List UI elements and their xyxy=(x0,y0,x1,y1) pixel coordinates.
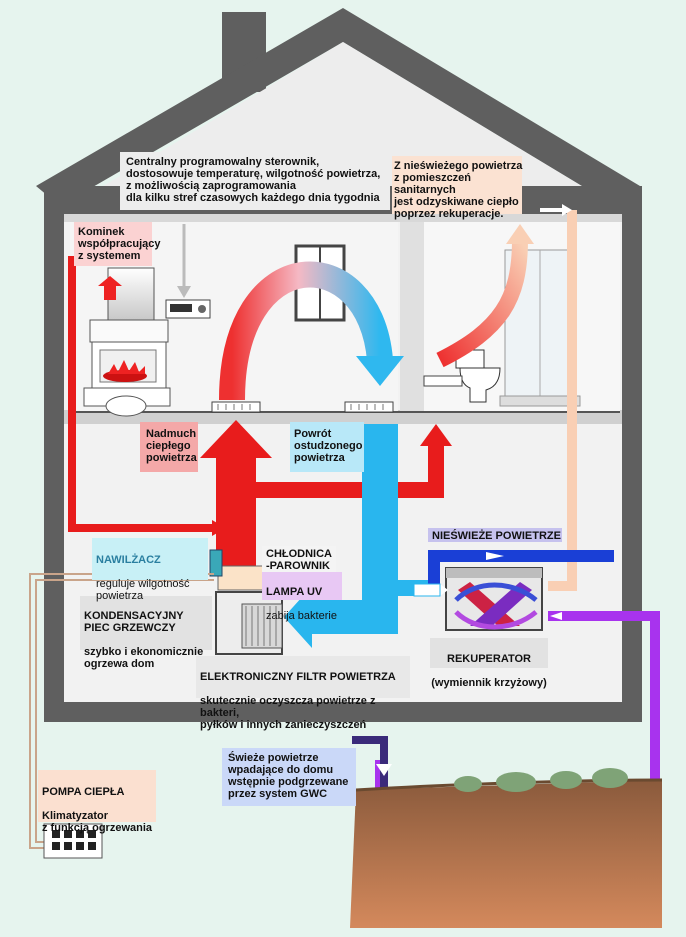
uv-lamp-label: LAMPA UV zabija bakterie xyxy=(266,574,342,634)
return-duct xyxy=(284,424,438,648)
furnace-title: KONDENSACYJNY PIEC GRZEWCZY xyxy=(84,610,184,634)
plants xyxy=(454,768,628,792)
controller-label: Centralny programowalny sterownik, dosto… xyxy=(126,156,381,204)
recuperator-desc: (wymiennik krzyżowy) xyxy=(431,677,547,689)
recovery-label: Z nieświeżego powietrza z pomieszczeń sa… xyxy=(394,160,523,220)
filter-title: ELEKTRONICZNY FILTR POWIETRZA xyxy=(200,671,396,683)
heat-pump-title: POMPA CIEPŁA xyxy=(42,786,125,798)
room-airflow-arch xyxy=(219,261,393,401)
filter-desc: skutecznie oczyszcza powietrze z bakteri… xyxy=(200,695,376,731)
humidifier-title: NAWILŻACZ xyxy=(96,554,161,566)
bathroom-exhaust-flow xyxy=(436,239,528,368)
filter-label: ELEKTRONICZNY FILTR POWIETRZA skutecznie… xyxy=(200,659,414,743)
heat-pump-label: POMPA CIEPŁA Klimatyzator z funkcją ogrz… xyxy=(42,774,158,846)
recuperator-label: REKUPERATOR (wymiennik krzyżowy) xyxy=(430,641,548,701)
recuperator-title: REKUPERATOR xyxy=(447,653,531,665)
furnace-label: KONDENSACYJNY PIEC GRZEWCZY szybko i eko… xyxy=(84,598,214,682)
label-backgrounds xyxy=(38,152,562,822)
heat-pump-desc: Klimatyzator z funkcją ogrzewania xyxy=(42,810,153,834)
humidifier-label: NAWILŻACZ reguluje wilgotność powietrza xyxy=(96,542,208,614)
heat-pump-unit xyxy=(43,823,103,859)
furnace-desc: szybko i ekonomicznie ogrzewa dom xyxy=(84,646,204,670)
flue-arrow xyxy=(98,276,122,300)
fireplace-label: Kominek współpracujący z systemem xyxy=(78,226,161,262)
uv-desc: zabija bakterie xyxy=(266,610,337,622)
recuperator-unit xyxy=(445,567,543,631)
exhaust-duct xyxy=(548,210,577,591)
fresh-air-label: Świeże powietrze wpadające do domu wstęp… xyxy=(228,752,349,800)
stale-air-label: NIEŚWIEŻE POWIETRZE xyxy=(432,530,561,542)
stale-air-duct xyxy=(428,550,614,586)
cooler-label: CHŁODNICA -PAROWNIK xyxy=(266,548,332,572)
uv-title: LAMPA UV xyxy=(266,586,323,598)
thermostat-controller xyxy=(165,224,211,319)
floor-vents xyxy=(211,375,463,413)
warm-air-label: Nadmuch ciepłego powietrza xyxy=(146,428,197,464)
humidifier-desc: reguluje wilgotność powietrza xyxy=(96,578,190,602)
furnace xyxy=(209,549,283,655)
return-air-label: Powrót ostudzonego powietrza xyxy=(294,428,363,464)
ground-heat-exchanger xyxy=(350,778,663,928)
